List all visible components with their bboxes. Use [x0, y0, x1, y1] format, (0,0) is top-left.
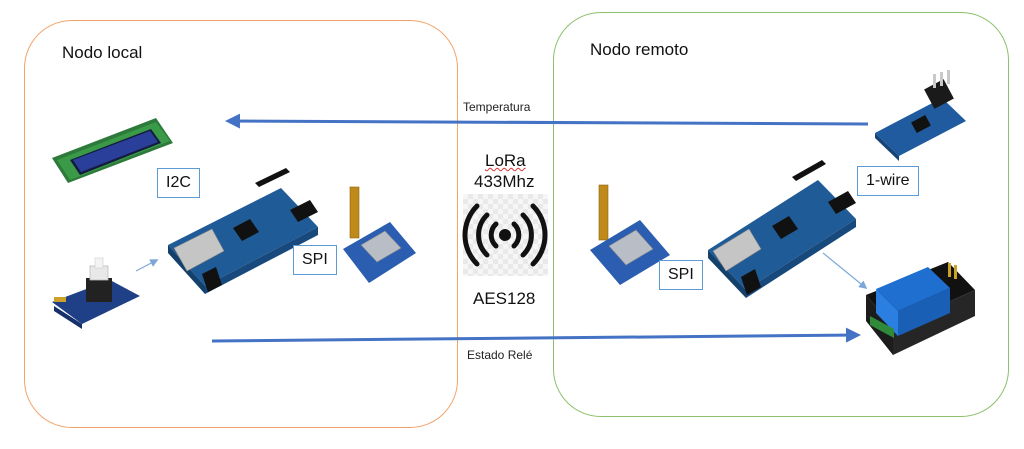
temperature-sensor-icon [875, 70, 966, 161]
wireless-signal-icon [462, 203, 548, 267]
one-wire-label: 1-wire [857, 166, 919, 196]
local-node-container [24, 20, 458, 428]
frequency-label: 433Mhz [474, 172, 535, 191]
spi-local-label: SPI [293, 245, 337, 275]
local-node-title: Nodo local [62, 43, 143, 62]
lora-module-remote-icon [590, 184, 670, 285]
remote-node-container [553, 12, 1009, 417]
arduino-mega-local-icon [168, 168, 318, 294]
lcd-display-icon [52, 118, 173, 183]
temperature-label: Temperatura [463, 100, 531, 114]
arduino-mega-remote-icon [708, 160, 856, 298]
i2c-label: I2C [157, 168, 200, 198]
lora-module-local-icon [343, 186, 416, 283]
lora-label: LoRa [485, 151, 526, 171]
remote-node-title: Nodo remoto [590, 40, 689, 59]
relay-state-label: Estado Relé [467, 348, 533, 362]
lora-label-text: LoRa [485, 151, 526, 170]
arduino-to-relay-arrow [822, 252, 868, 290]
relay-state-arrow [211, 327, 861, 343]
encryption-label: AES128 [473, 289, 536, 308]
push-button-module-icon [52, 257, 140, 329]
temperature-arrow [225, 113, 869, 129]
spi-remote-label: SPI [659, 260, 703, 290]
button-to-arduino-arrow [135, 259, 159, 272]
relay-module-icon [866, 262, 975, 355]
